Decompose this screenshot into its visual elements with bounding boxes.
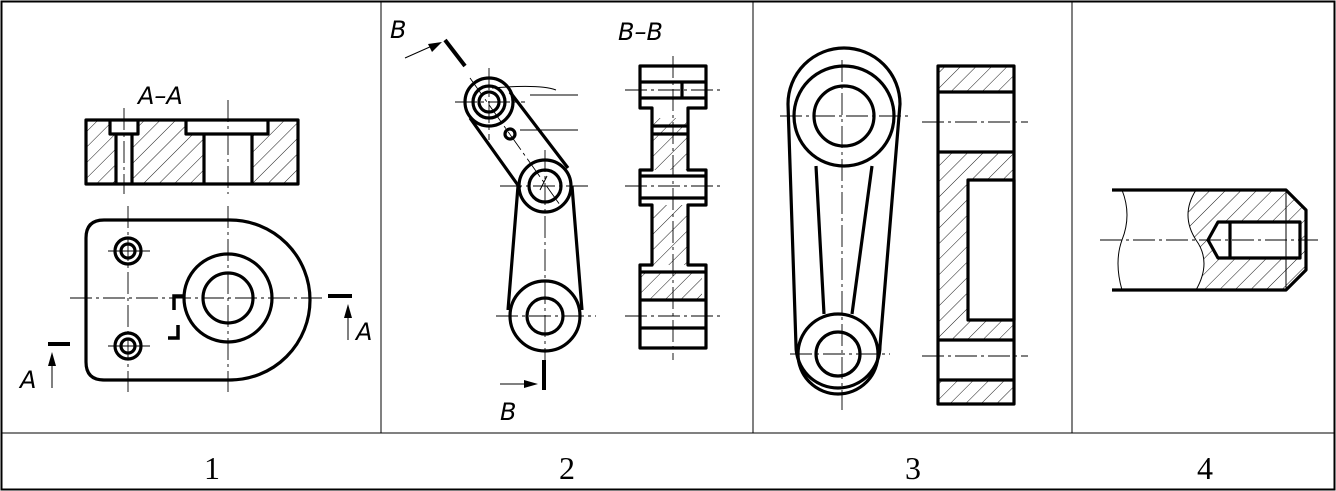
drawing-3 xyxy=(780,46,1028,410)
section-view-a-a xyxy=(84,100,300,194)
figure-number-3: 3 xyxy=(905,450,921,486)
cut-label-a-left: A xyxy=(18,366,36,394)
drawing-1: A–A A A xyxy=(18,82,372,394)
shaft-section-view xyxy=(1100,188,1318,292)
link-section-view xyxy=(922,64,1028,406)
cut-plane-b xyxy=(404,38,546,390)
section-view-b-b xyxy=(625,56,720,360)
drawing-2: B B B–B xyxy=(390,16,720,426)
cut-label-a-right: A xyxy=(354,318,372,346)
lever-front-view xyxy=(455,68,596,360)
cut-label-b-top: B xyxy=(390,16,406,44)
drawing-4 xyxy=(1100,188,1318,292)
figure-number-2: 2 xyxy=(559,450,575,486)
cut-label-b-bottom: B xyxy=(500,398,516,426)
figure-number-1: 1 xyxy=(204,450,220,486)
section-label-a-a: A–A xyxy=(136,82,183,110)
figure-number-4: 4 xyxy=(1197,450,1213,486)
section-label-b-b: B–B xyxy=(618,18,663,46)
plan-view xyxy=(48,206,352,392)
link-front-view xyxy=(780,46,910,410)
